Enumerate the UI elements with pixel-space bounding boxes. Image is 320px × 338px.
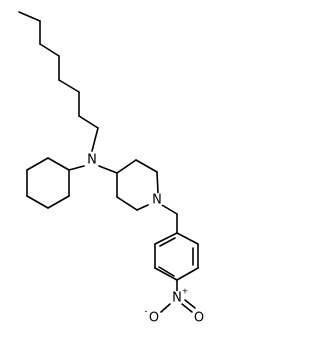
atom-o-right: O bbox=[192, 311, 206, 326]
bond-pip-1 bbox=[116, 159, 137, 174]
bond-chain-7 bbox=[78, 115, 99, 129]
bond-benz-3 bbox=[176, 267, 199, 281]
bond-pip-4 bbox=[136, 204, 149, 211]
bond-benz-6 bbox=[154, 232, 178, 245]
bond-benz-1 bbox=[176, 232, 199, 245]
benzyl-linker bbox=[161, 204, 178, 234]
bond-benz-4 bbox=[154, 267, 178, 281]
bond-benz-double-3 bbox=[159, 237, 176, 247]
bond-pip-5 bbox=[116, 196, 138, 211]
benzene-ring bbox=[154, 232, 199, 281]
atom-o-left-label: O bbox=[149, 311, 159, 326]
atom-n-piperidine-label: N bbox=[152, 193, 162, 208]
atom-n-amine-label: N bbox=[87, 153, 97, 168]
atom-o-right-label: O bbox=[194, 311, 204, 326]
octyl-chain bbox=[18, 11, 99, 152]
amine-bonds bbox=[68, 165, 118, 174]
nitro-group bbox=[160, 279, 196, 313]
atom-o-left-charge: - bbox=[145, 307, 148, 316]
bond-amine-cyclohexyl bbox=[68, 165, 85, 171]
atom-labels: N N N + O - O bbox=[85, 153, 206, 326]
bond-amine-piperidine bbox=[98, 165, 118, 174]
molecule-svg: N N N + O - O bbox=[18, 11, 206, 326]
atom-n-nitro-label: N bbox=[172, 291, 182, 306]
cyclohexane-ring bbox=[26, 157, 70, 209]
bond-chain-8 bbox=[91, 127, 99, 152]
bond-chain-1 bbox=[18, 11, 41, 22]
atom-n-nitro-charge: + bbox=[182, 287, 189, 296]
atom-n-nitro: N + bbox=[170, 287, 188, 306]
atom-n-amine: N bbox=[85, 153, 99, 168]
molecule-structure-diagram: N N N + O - O bbox=[18, 11, 206, 326]
atom-n-piperidine: N bbox=[150, 193, 164, 208]
bond-nitro-o-left bbox=[160, 303, 171, 313]
bond-cyhex-2 bbox=[47, 195, 70, 209]
bond-nitro-o-right-b bbox=[184, 299, 196, 309]
bond-benz-double-2 bbox=[158, 266, 175, 277]
bond-cyhex-6 bbox=[47, 157, 70, 171]
piperidine-ring bbox=[116, 159, 159, 211]
bond-cyhex-5 bbox=[26, 157, 49, 171]
bond-nitro-o-right-a bbox=[181, 303, 193, 313]
bond-cyhex-3 bbox=[26, 195, 49, 209]
bond-pip-2 bbox=[135, 159, 158, 173]
bond-pip-3 bbox=[156, 171, 159, 194]
bond-n-ch2 bbox=[161, 204, 178, 215]
atom-o-left: O - bbox=[145, 307, 161, 326]
bond-chain-3 bbox=[39, 43, 60, 57]
bond-chain-5 bbox=[58, 79, 80, 93]
